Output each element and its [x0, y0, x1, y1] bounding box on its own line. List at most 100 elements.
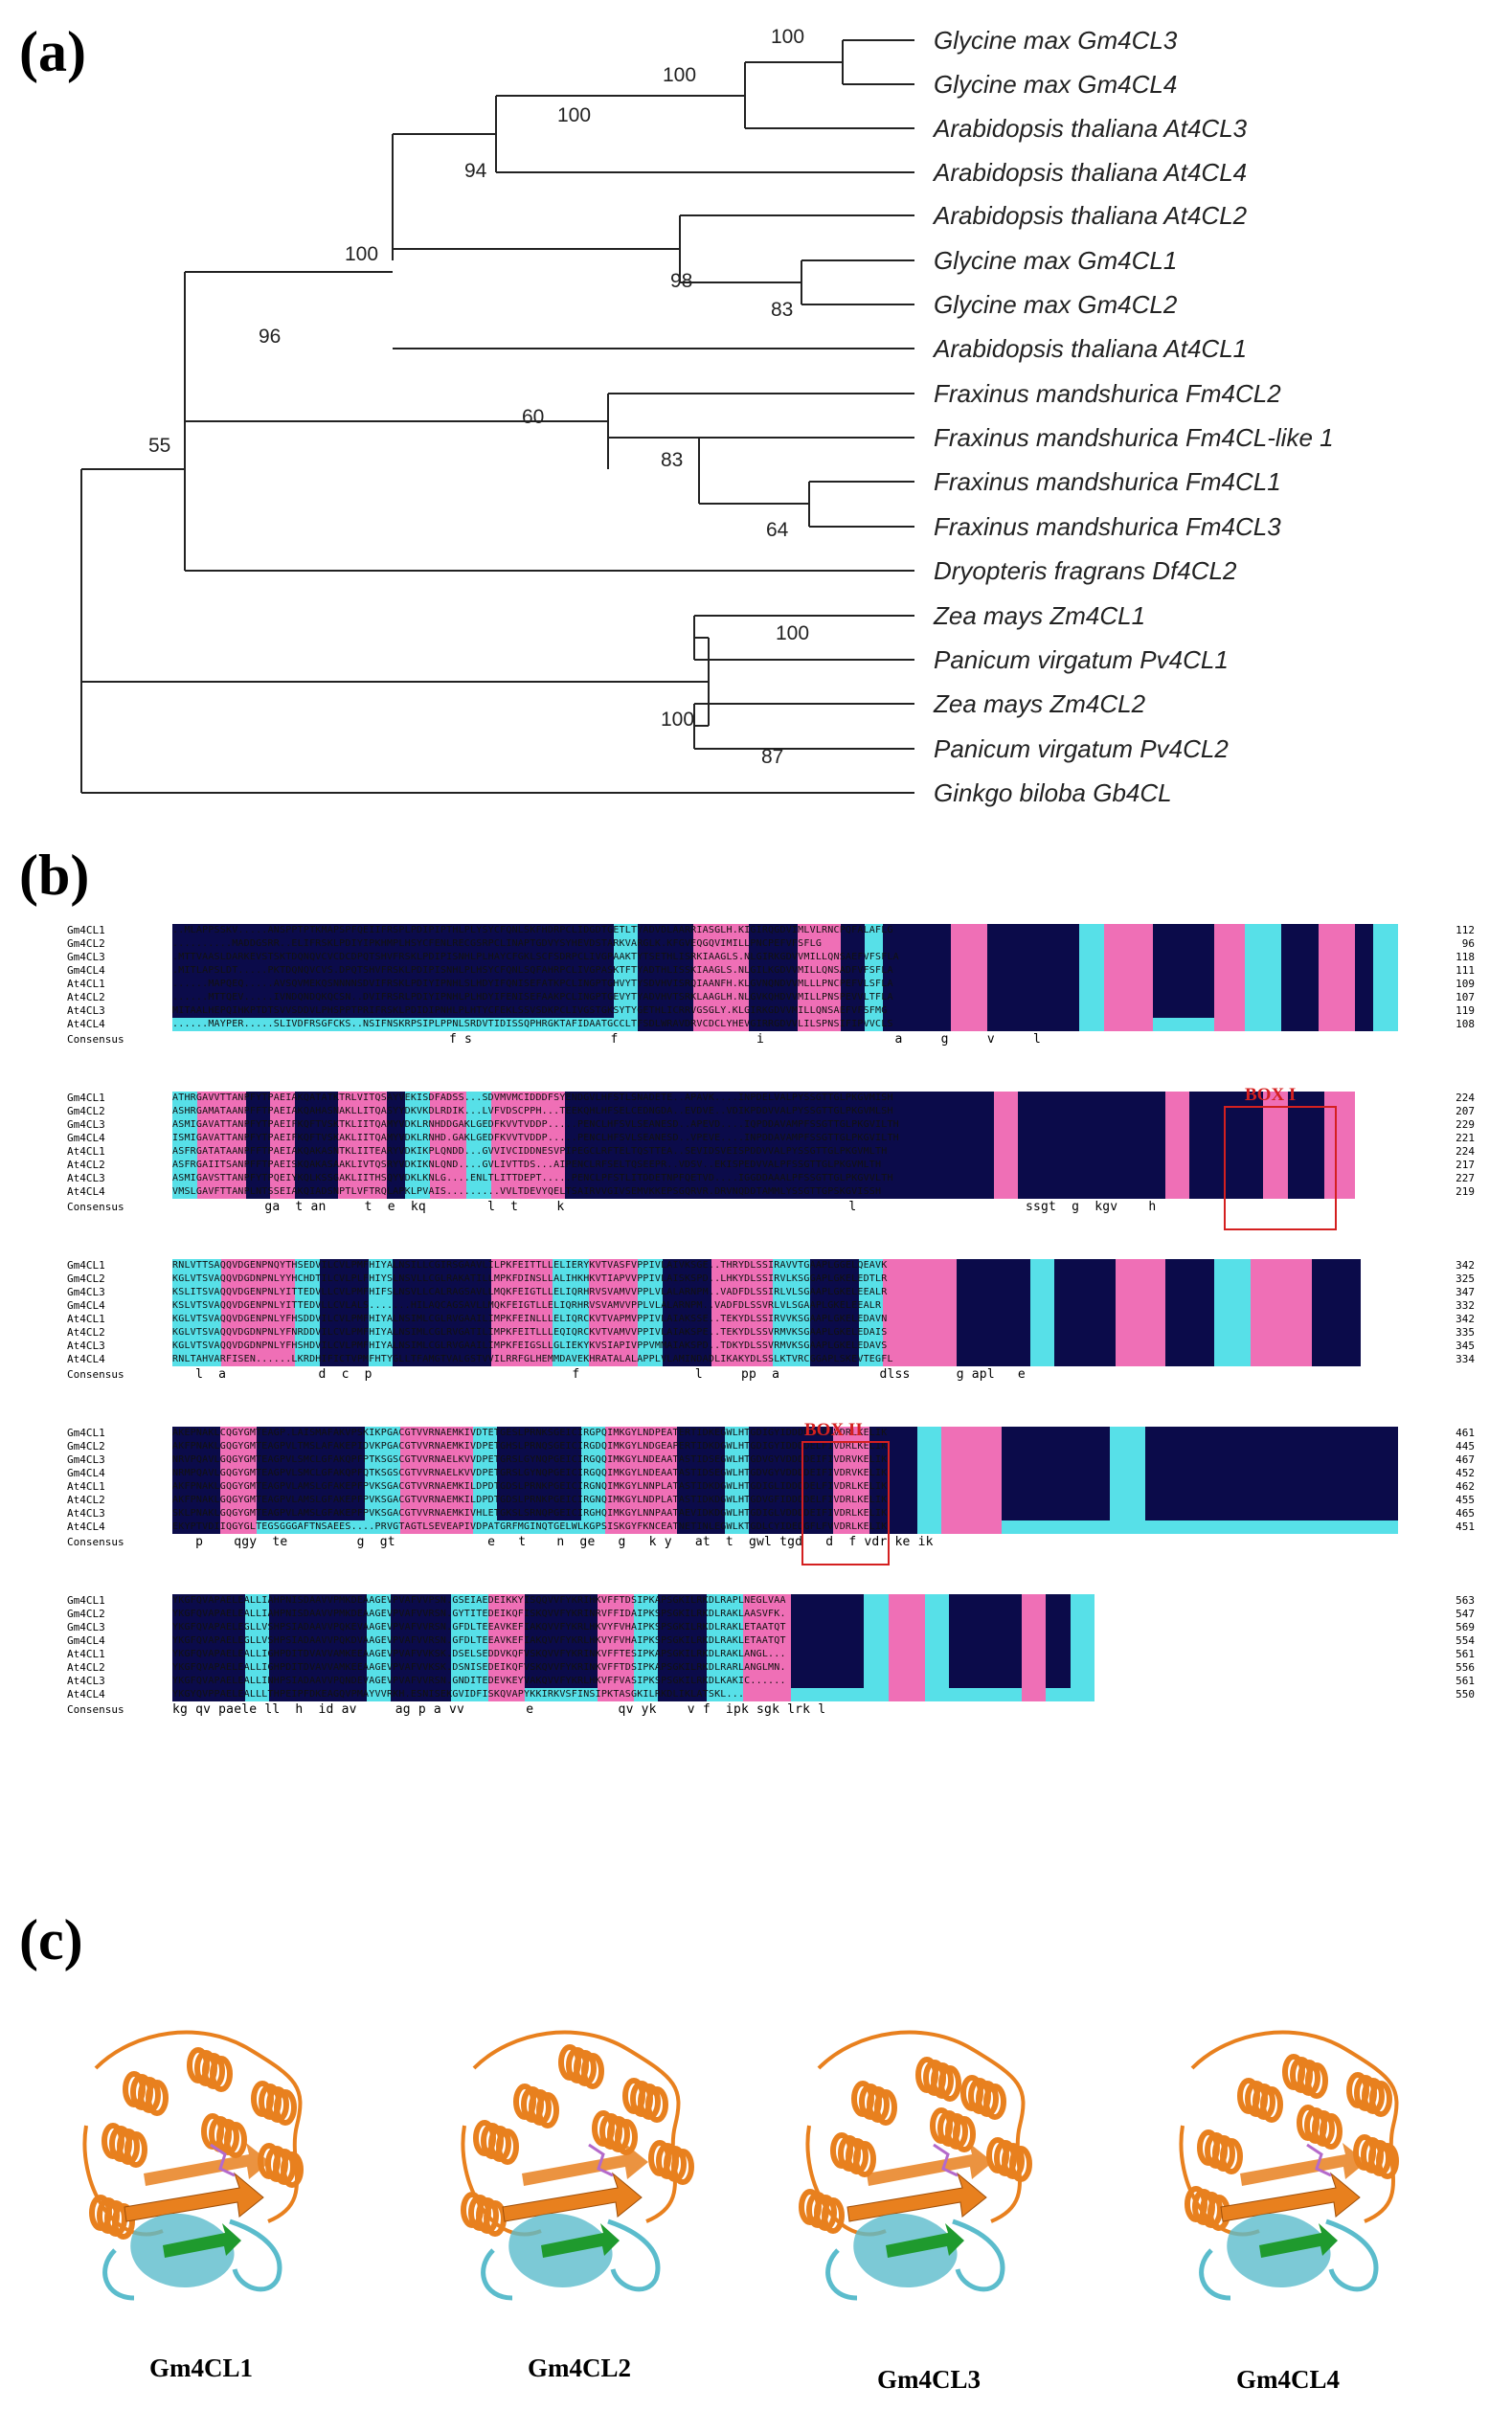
conservation-shade: [957, 1259, 1030, 1273]
conservation-shade: [604, 1507, 678, 1520]
conservation-shade: [364, 1480, 401, 1494]
conservation-shade: [393, 1299, 491, 1313]
residue-count: 107: [1456, 991, 1475, 1003]
conservation-shade: [840, 964, 866, 978]
conservation-shade: [633, 1648, 658, 1661]
conservation-shade: [1355, 978, 1374, 991]
conservation-shade: [366, 1661, 392, 1675]
residue-count: 467: [1456, 1453, 1475, 1466]
conservation-shade: [613, 991, 639, 1004]
conservation-shade: [725, 1440, 750, 1453]
conservation-shade: [294, 1326, 320, 1340]
conservation-shade: [662, 1299, 712, 1313]
conservation-shade: [1018, 1118, 1165, 1132]
sequence-name: At4CL3: [67, 1172, 105, 1184]
conservation-shade: [638, 1326, 663, 1340]
bootstrap-value: 100: [345, 243, 378, 265]
conservation-shade: [604, 1467, 678, 1480]
conservation-shade: [941, 1467, 1002, 1480]
conservation-shade: [797, 951, 841, 964]
conservation-shade: [1164, 1105, 1190, 1118]
sequence-text: KGLVTSVAQQVDGDNPNLYFHSHDVILCVLPMFHIYALNS…: [172, 1340, 888, 1351]
conservation-shade: [172, 964, 614, 978]
conservation-shade: [924, 1675, 950, 1688]
residue-count: 119: [1456, 1004, 1475, 1017]
box-ii-label: BOX II: [804, 1420, 863, 1440]
conservation-shade: [490, 1159, 565, 1172]
conservation-shade: [924, 1608, 950, 1621]
conservation-shade: [1373, 1004, 1398, 1018]
conservation-shade: [869, 1494, 917, 1507]
conservation-shade: [1109, 1520, 1146, 1534]
beta-sheet: [502, 2172, 643, 2222]
conservation-shade: [552, 1313, 590, 1326]
conservation-shade: [429, 1145, 467, 1159]
conservation-shade: [580, 1467, 605, 1480]
conservation-shade: [245, 1118, 271, 1132]
consensus-row: Consensus l a d c p f l pp a dlss g apl …: [67, 1368, 1475, 1382]
conservation-shade: [1046, 1688, 1071, 1701]
conservation-shade: [1164, 1118, 1190, 1132]
conservation-shade: [613, 924, 639, 937]
conservation-shade: [245, 1594, 270, 1608]
conservation-shade: [172, 1621, 221, 1634]
loop-segment: [481, 2248, 513, 2301]
sequence-name: Gm4CL3: [67, 1118, 105, 1131]
conservation-shade: [220, 1507, 257, 1520]
conservation-shade: [865, 951, 884, 964]
conservation-shade: [883, 1273, 958, 1286]
conservation-shade: [1373, 1018, 1398, 1031]
conservation-shade: [1018, 1159, 1165, 1172]
consensus-label: Consensus: [67, 1201, 124, 1213]
conservation-shade: [1251, 1326, 1313, 1340]
conservation-shade: [748, 1004, 798, 1018]
conservation-shade: [552, 1299, 590, 1313]
conservation-shade: [692, 964, 749, 978]
conservation-shade: [949, 1608, 1023, 1621]
tree-leaf-label: Glycine max Gm4CL3: [934, 26, 1178, 55]
alignment-row: Gm4CL1..MLAPPSSKV.....ANSPPTPTKMAPSPFQEI…: [67, 924, 1475, 937]
conservation-shade: [1046, 1648, 1071, 1661]
panel-label-b: (b): [19, 844, 90, 907]
conservation-shade: [172, 1520, 221, 1534]
beta-sheet: [867, 2143, 993, 2186]
conservation-shade: [957, 1353, 1030, 1366]
conservation-shade: [172, 1594, 221, 1608]
conservation-shade: [987, 937, 1080, 951]
conservation-shade: [941, 1520, 1002, 1534]
conservation-shade: [1103, 1004, 1153, 1018]
conservation-shade: [466, 1145, 491, 1159]
conservation-shade: [993, 1092, 1019, 1105]
conservation-shade: [270, 1118, 295, 1132]
conservation-shade: [1164, 1326, 1214, 1340]
bootstrap-value: 83: [771, 299, 793, 321]
conservation-shade: [1022, 1648, 1047, 1661]
conservation-shade: [916, 1440, 942, 1453]
conservation-shade: [840, 978, 866, 991]
residue-count: 563: [1456, 1594, 1475, 1607]
conservation-shade: [993, 1118, 1019, 1132]
conservation-shade: [1054, 1273, 1117, 1286]
conservation-shade: [1213, 1018, 1245, 1031]
conservation-shade: [949, 1661, 1023, 1675]
conservation-shade: [711, 1299, 774, 1313]
conservation-shade: [1189, 1105, 1264, 1118]
conservation-shade: [883, 1286, 958, 1299]
conservation-shade: [487, 1608, 525, 1621]
beta-sheet: [124, 2172, 264, 2222]
sequence-name: At4CL3: [67, 1675, 105, 1687]
conservation-shade: [391, 1594, 452, 1608]
ligand: [588, 2143, 614, 2177]
conservation-shade: [749, 1520, 834, 1534]
conservation-shade: [613, 1018, 639, 1031]
sequence-text: YKGFQVAPAELEALLIGHPDITDVAVVAMKEEAAGEVPVA…: [172, 1649, 786, 1659]
conservation-shade: [949, 1621, 1023, 1634]
loop-segment: [1199, 2248, 1231, 2301]
conservation-shade: [1312, 1326, 1362, 1340]
conservation-shade: [172, 1427, 221, 1440]
sequence-text: SKLPNAKLGQGYGMTEAGPVLAMSLGFAKEPFPVKSGACG…: [172, 1508, 888, 1519]
conservation-shade: [711, 1340, 774, 1353]
